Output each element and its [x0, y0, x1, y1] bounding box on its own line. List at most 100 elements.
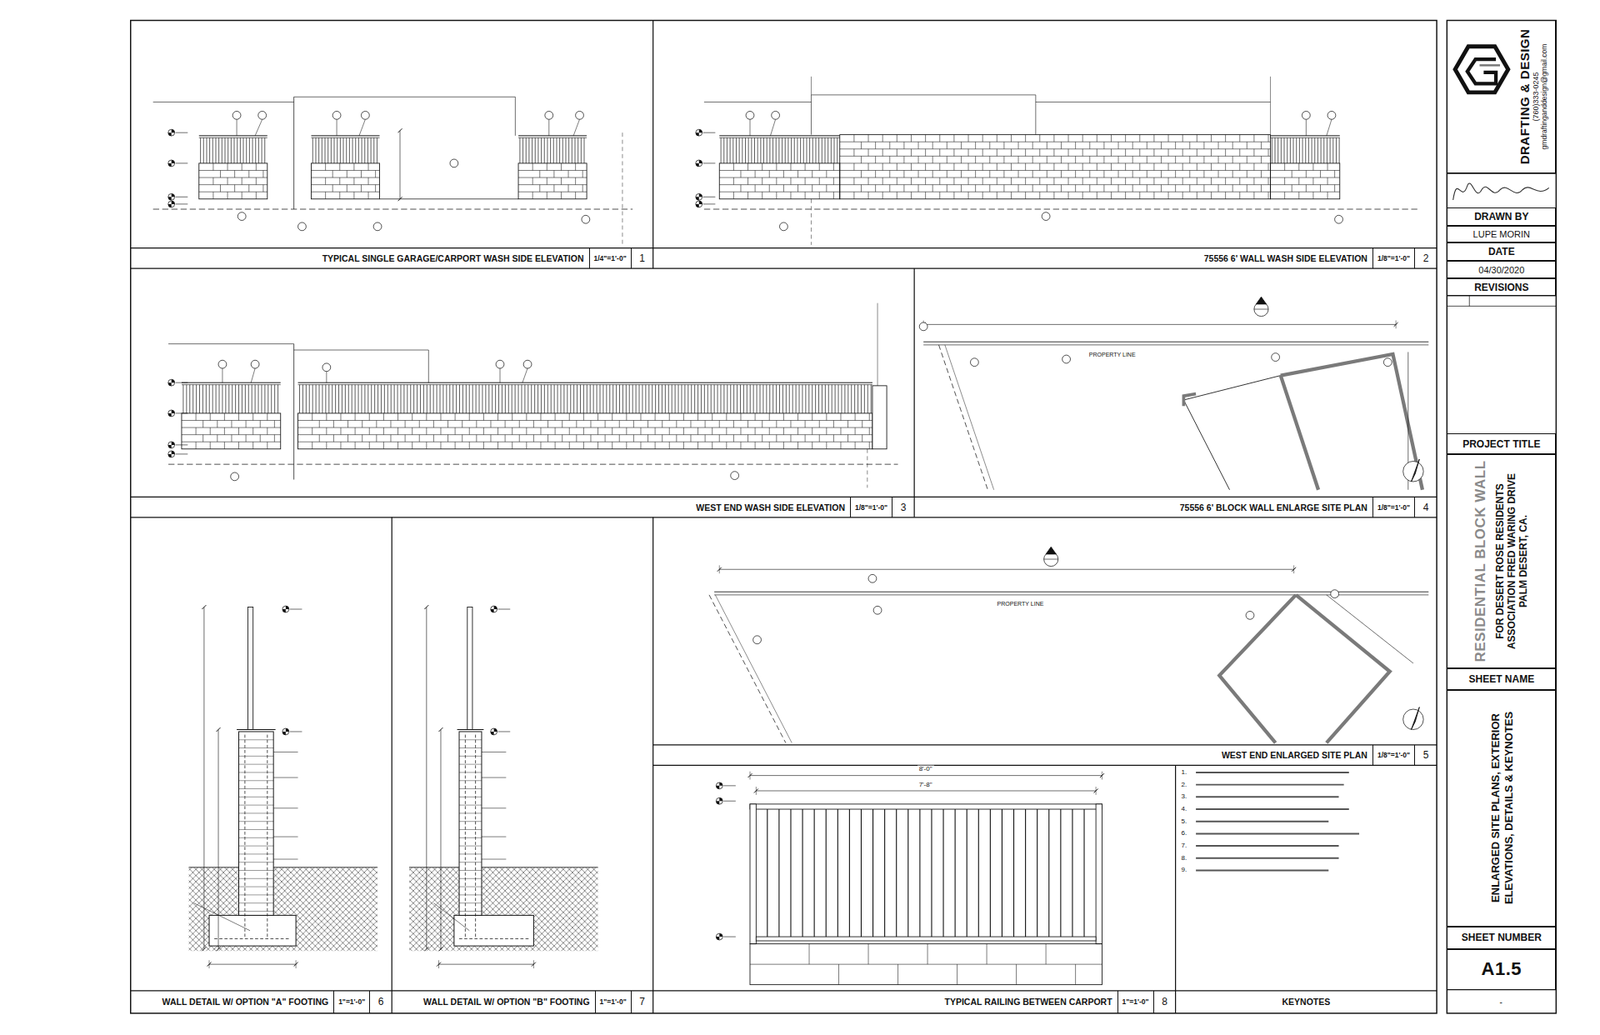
block-joint	[397, 427, 399, 435]
drawing-title: WEST END WASH SIDE ELEVATION	[695, 496, 850, 517]
block-joint	[539, 170, 540, 178]
picket	[258, 137, 260, 164]
callout-bubble	[373, 222, 382, 231]
block-joint	[202, 420, 204, 428]
picket	[596, 385, 598, 414]
block-joint	[953, 177, 955, 185]
block-course	[239, 796, 275, 798]
title-bar-line	[130, 247, 1437, 249]
picket	[1286, 137, 1288, 164]
drawing-title-bar: TYPICAL SINGLE GARAGE/CARPORT WASH SIDE …	[130, 248, 654, 269]
block-joint	[560, 177, 562, 185]
earth-hatch	[409, 867, 599, 951]
block-joint	[419, 435, 420, 443]
picket	[785, 137, 786, 164]
elevation-leader	[723, 785, 736, 786]
drawing-number: 3	[892, 496, 915, 517]
block-joint	[1210, 177, 1212, 185]
picket	[491, 385, 493, 414]
block-joint	[568, 185, 570, 193]
block-joint	[1334, 170, 1335, 178]
block-joint	[647, 420, 649, 428]
picket	[459, 385, 460, 414]
picket	[860, 385, 862, 414]
picket	[1335, 137, 1337, 164]
block-joint	[560, 191, 562, 200]
picket	[815, 137, 816, 164]
block-joint	[1039, 177, 1040, 185]
picket	[955, 809, 956, 940]
title-block-header: DRAWN BY	[1446, 207, 1556, 226]
picket	[485, 385, 486, 414]
block-joint	[825, 185, 827, 193]
picket	[355, 137, 356, 164]
block-joint	[797, 441, 799, 450]
section-marker-line	[1044, 559, 1059, 560]
keynote-number: 8.	[1180, 854, 1190, 862]
picket	[562, 137, 564, 164]
block-joint	[625, 441, 627, 450]
block-wall	[181, 413, 281, 450]
callout-leader	[336, 119, 338, 136]
picket	[515, 385, 516, 414]
block-joint	[896, 163, 898, 171]
block-joint	[619, 420, 620, 428]
dimension-line	[209, 964, 296, 965]
field-label: DRAWN BY	[1474, 210, 1529, 223]
block-course	[239, 820, 275, 822]
footing	[454, 915, 535, 946]
top-rail	[518, 135, 587, 136]
picket	[406, 385, 408, 414]
drawing-number: 7	[631, 990, 654, 1014]
block-joint	[368, 191, 370, 200]
elevation-marker	[695, 200, 703, 208]
linework-group	[130, 20, 1557, 1013]
block-joint	[769, 441, 770, 450]
block-joint	[725, 413, 727, 421]
block-joint	[939, 163, 940, 171]
picket	[481, 385, 483, 414]
picket	[433, 385, 435, 414]
picket	[258, 385, 260, 414]
block-joint	[1118, 185, 1120, 193]
property-line	[923, 341, 1429, 343]
block-joint	[234, 170, 235, 178]
picket	[373, 137, 375, 164]
picket	[546, 137, 548, 164]
roof-line	[153, 101, 295, 103]
callout-bubble	[250, 360, 260, 369]
block-joint	[725, 427, 727, 435]
block-course	[459, 861, 482, 863]
picket	[264, 137, 265, 164]
picket	[319, 385, 320, 414]
building-wall	[1280, 354, 1423, 490]
picket	[602, 385, 604, 414]
block-joint	[747, 435, 749, 443]
field-value: LUPE MORIN	[1473, 229, 1530, 240]
picket	[720, 137, 722, 164]
block-joint	[733, 177, 735, 185]
block-joint	[747, 191, 749, 200]
picket	[462, 385, 464, 414]
logo-mark	[1467, 59, 1496, 84]
panel-divider	[391, 517, 393, 1014]
elevation-leader	[723, 800, 736, 802]
block-course	[840, 155, 1271, 157]
picket	[884, 809, 885, 940]
revision-mark: -	[1498, 997, 1505, 1007]
block-joint	[855, 413, 856, 421]
title-bar-line	[130, 496, 1437, 498]
drawing-title-bar: 75556 6' BLOCK WALL ENLARGE SITE PLAN1/8…	[914, 496, 1437, 517]
block-joint	[1189, 185, 1190, 193]
email-address: gmdraftinganddesign@gmail.com	[1540, 44, 1549, 150]
block-joint	[319, 420, 320, 428]
block-joint	[252, 413, 254, 421]
block-joint	[597, 413, 599, 421]
block-course	[298, 427, 873, 429]
picket	[827, 137, 829, 164]
keynote-number: 9.	[1180, 866, 1190, 875]
building-edge	[293, 96, 295, 210]
callout-bubble	[298, 222, 307, 231]
picket	[730, 137, 731, 164]
block-joint	[811, 413, 813, 421]
